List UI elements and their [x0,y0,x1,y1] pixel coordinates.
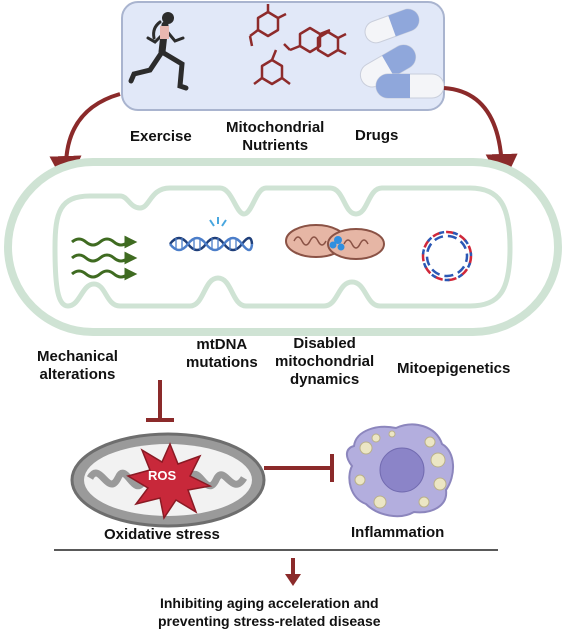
oxidative-mitochondrion-icon [70,432,266,528]
label-inflammation: Inflammation [351,524,445,541]
label-drugs: Drugs [355,127,399,144]
dna-helix-icon [169,217,254,252]
circular-mtdna-icon [421,230,473,282]
runner-icon [128,12,189,91]
label-ros: ROS [148,468,177,483]
drug-capsules-icon [359,8,445,99]
outcome-arrow [285,558,301,586]
nutrient-molecules-icon [248,4,347,86]
mitochondrion-membrane [4,158,562,336]
label-disabled-mitochondrial-dynamics: Disabled mitochondrial dynamics [275,335,375,388]
arrow-right-curve [443,86,518,186]
label-mechanical-alterations: Mechanical alterations [37,348,118,383]
ros-star-icon [126,442,213,520]
inhibition-bar-horizontal [264,454,334,482]
fission-mitochondrion-icon [285,224,385,260]
label-mitochondrial-nutrients: Mitochondrial Nutrients [226,119,325,154]
label-mtdna-mutations: mtDNA mutations [186,336,258,371]
inhibition-bar-vertical [146,380,174,422]
mechanical-waves-icon [71,235,138,281]
label-outcome: Inhibiting aging acceleration and preven… [158,595,381,629]
label-mitoepigenetics: Mitoepigenetics [397,360,511,377]
label-oxidative-stress: Oxidative stress [104,526,220,543]
inflamed-cell-icon [346,423,454,518]
label-exercise: Exercise [130,128,192,145]
arrow-left-curve [49,92,121,188]
